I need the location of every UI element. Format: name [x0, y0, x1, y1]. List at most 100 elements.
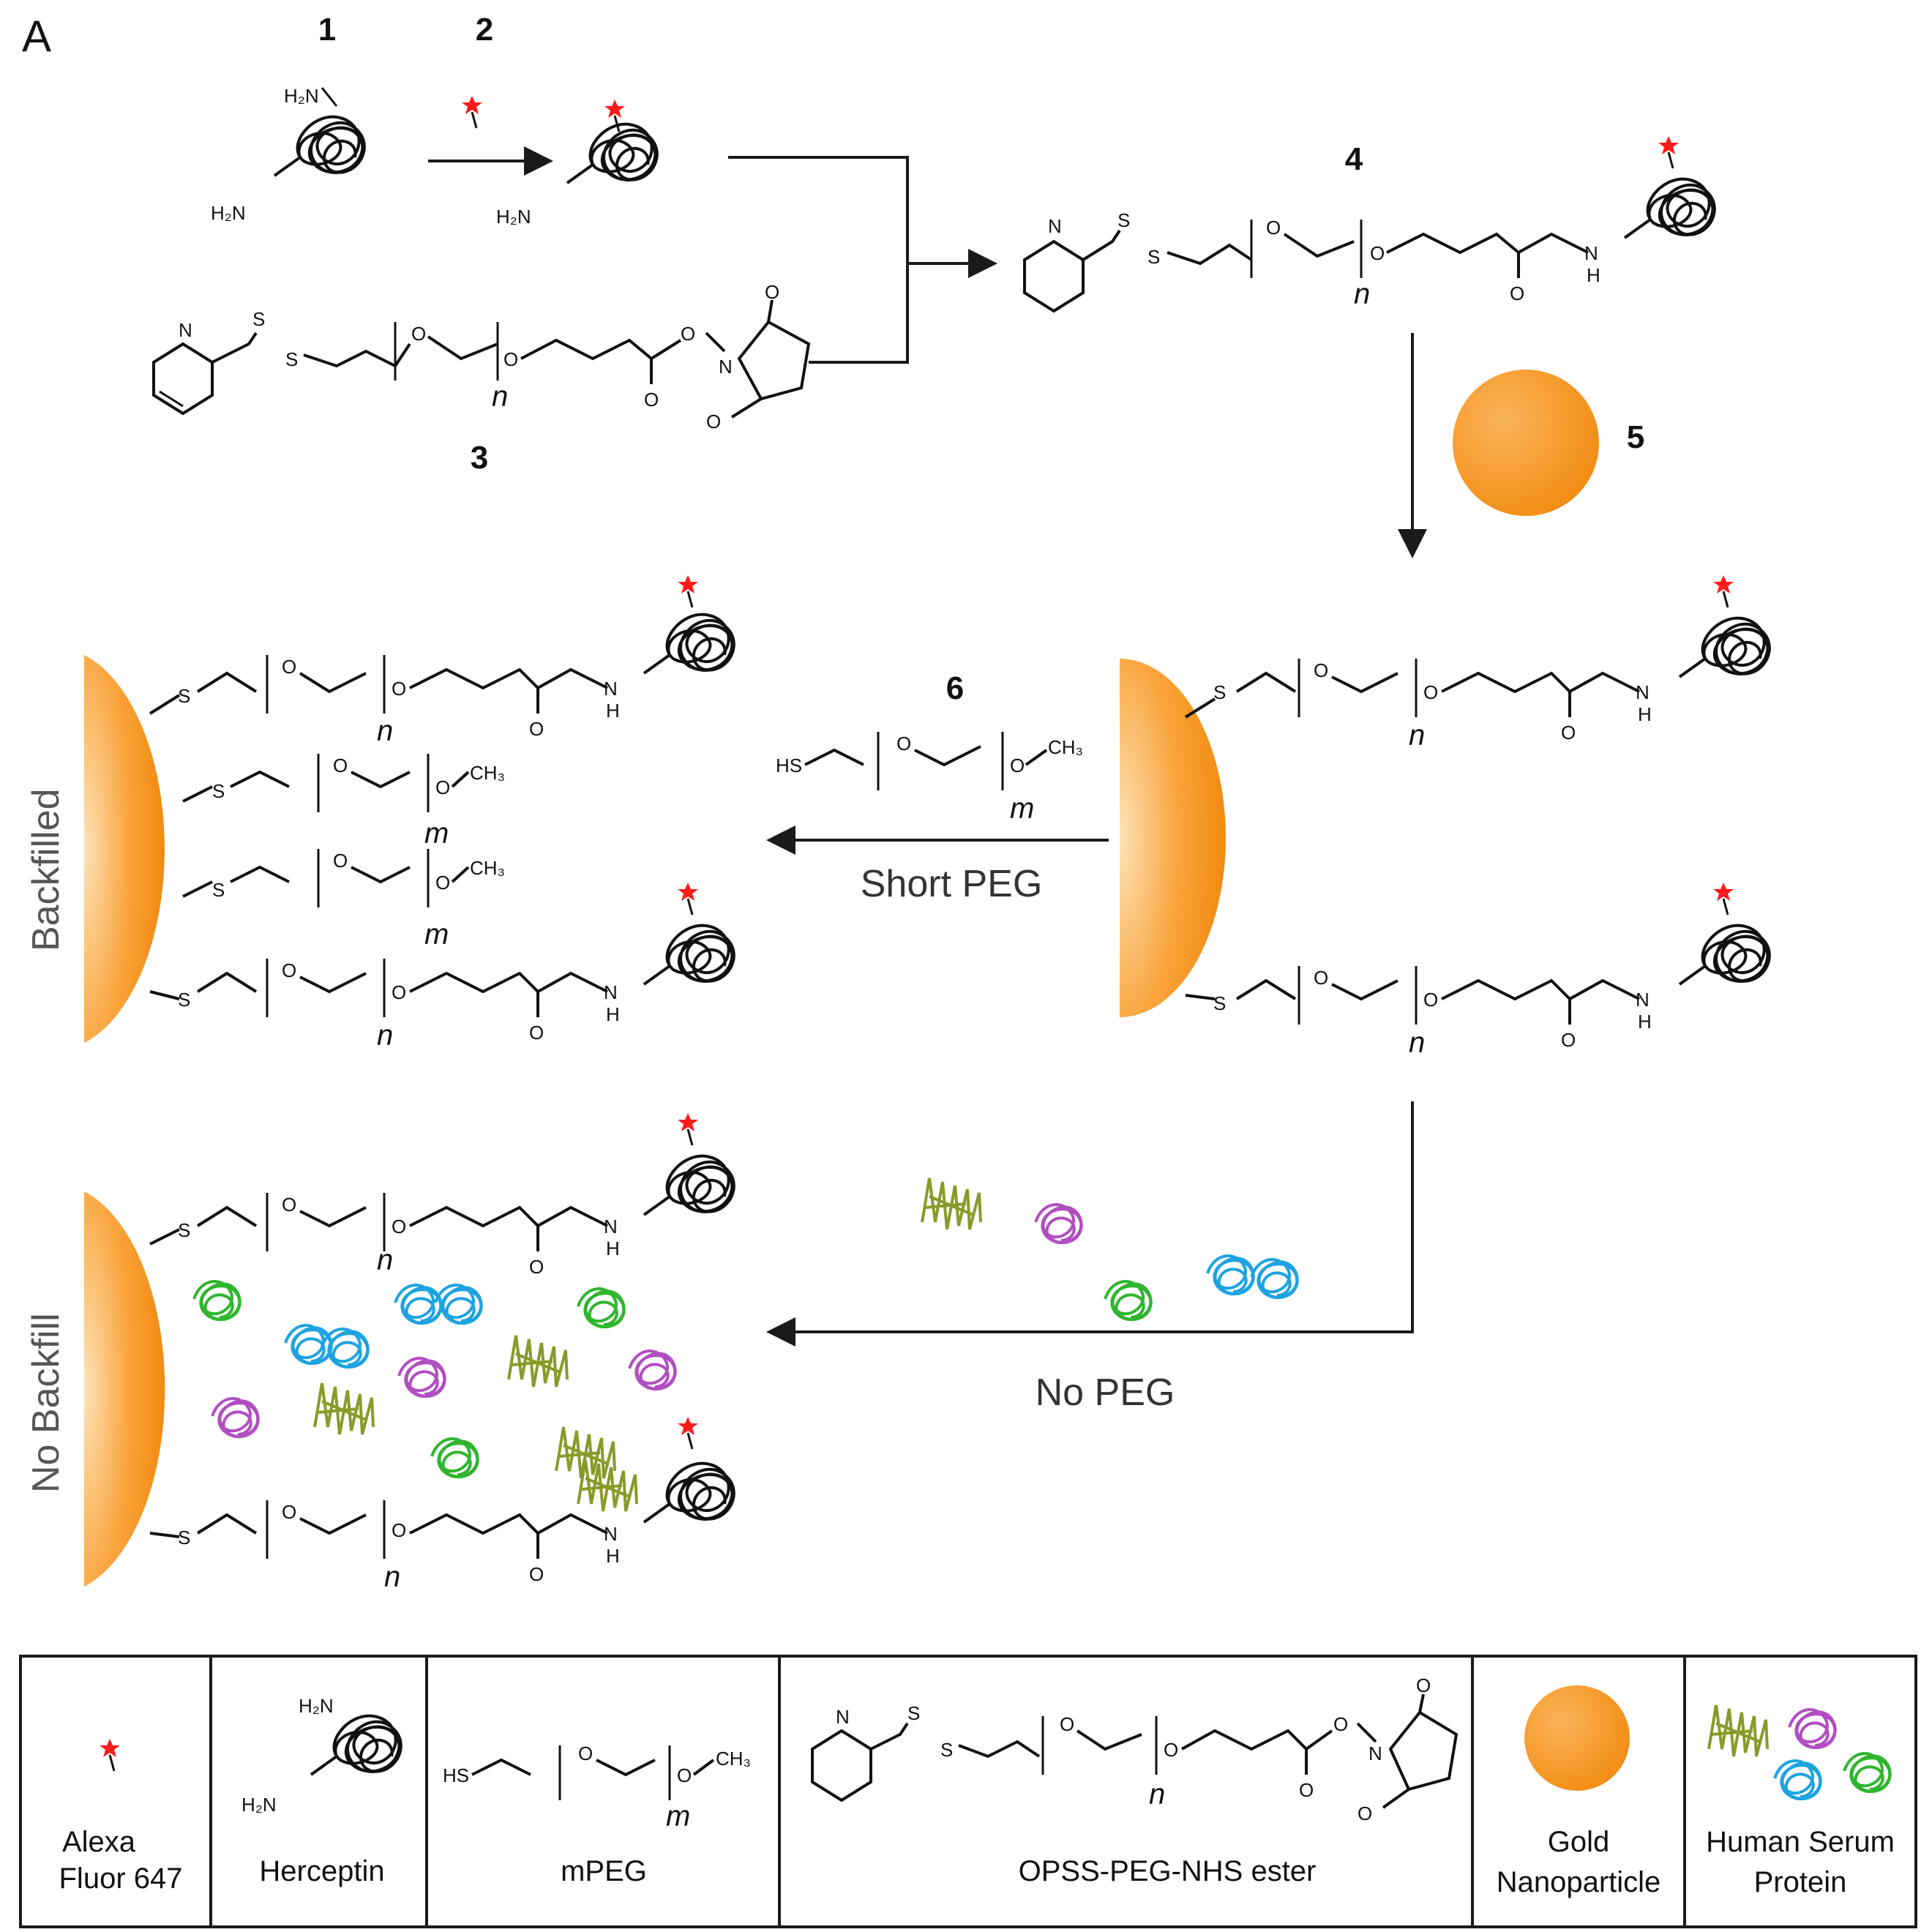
conjugate-right-top: S O n O O N H	[1184, 574, 1771, 752]
amide-n-b2: N	[604, 981, 618, 1003]
compound-6-label: 6	[946, 670, 964, 706]
o-atom-n1: O	[282, 1194, 296, 1216]
s-atom-1: S	[252, 308, 265, 330]
s-atom-m1: S	[212, 780, 225, 802]
short-peg-label: Short PEG	[861, 863, 1043, 905]
conjugate-nobackfill-bottom: S O n O O N H	[149, 1415, 735, 1593]
legend-table: Alexa Fluor 647 H₂N H₂N Herceptin HS O m…	[19, 1655, 1917, 1928]
o-atom-2: O	[503, 348, 518, 370]
amide-h-r1: H	[1638, 703, 1652, 725]
carbonyl-o-r1: O	[1561, 722, 1576, 744]
o-atom-n2: O	[282, 1501, 296, 1523]
legend-mpeg-icon: HS O m O CH₃	[443, 1742, 751, 1832]
legend-amine-top: H₂N	[299, 1695, 334, 1717]
o-atom-n1b: O	[392, 1216, 406, 1238]
amide-n-r1: N	[1636, 681, 1650, 703]
hs-atom-6: HS	[776, 755, 802, 776]
s-atom-m2: S	[212, 879, 225, 901]
repeat-n-b2: n	[377, 1019, 393, 1052]
carbonyl-o: O	[644, 389, 659, 411]
amide-n-n2: N	[604, 1523, 618, 1545]
legend-hs: HS	[443, 1764, 469, 1786]
s-atom-b2: S	[178, 989, 190, 1011]
o-atom-6: O	[896, 733, 911, 755]
compound-1-label: 1	[318, 12, 336, 48]
ch3-m2: CH₃	[470, 857, 505, 879]
s-atom-n1: S	[178, 1219, 190, 1241]
legend-herceptin-icon: H₂N H₂N	[242, 1695, 402, 1816]
legend-m: m	[666, 1800, 690, 1832]
carbonyl-o-4: O	[1510, 282, 1524, 304]
o-atom-r1: O	[1314, 659, 1328, 681]
s-atom-4a: S	[1117, 209, 1130, 231]
o-atom-m1: O	[333, 755, 348, 776]
legend-nhs-n: N	[1368, 1742, 1382, 1764]
repeat-n-3: n	[492, 381, 508, 413]
gold-particle-backfilled	[84, 655, 165, 1043]
opss-peg-nhs-3: N S S O n O O O N O O	[152, 281, 811, 433]
legend-herceptin-label: Herceptin	[259, 1855, 384, 1887]
legend-opss-label: OPSS-PEG-NHS ester	[1019, 1855, 1317, 1887]
s-atom-r2: S	[1213, 992, 1226, 1014]
reaction-arrow-1	[428, 94, 553, 176]
o-atom-r2b: O	[1423, 989, 1438, 1011]
compound-5-label: 5	[1627, 419, 1644, 455]
ester-o: O	[681, 323, 695, 345]
o-atom-m2b: O	[435, 872, 450, 894]
amine-bottom: H₂N	[211, 202, 246, 224]
amide-n-4: N	[1584, 242, 1598, 264]
conjugate-right-bottom: S O n O O N H	[1185, 881, 1771, 1059]
amide-h-b1: H	[606, 700, 620, 722]
nhs-o-bottom: O	[706, 411, 721, 433]
amine-top: H₂N	[284, 85, 319, 107]
legend-o3: O	[1060, 1713, 1074, 1735]
nhs-o-top: O	[765, 281, 779, 303]
legend-ester-o: O	[1333, 1713, 1348, 1735]
mpeg-backfill-2: S O m O CH₃	[182, 849, 505, 951]
legend-hsp-line1: Human Serum	[1706, 1826, 1895, 1858]
compound-3-label: 3	[471, 440, 488, 476]
s-atom-b1: S	[178, 685, 190, 707]
compound-2-label: 2	[476, 12, 493, 48]
ch3-6: CH₃	[1048, 736, 1083, 758]
repeat-n-b1: n	[377, 715, 393, 747]
legend-protein-icon	[1707, 1704, 1892, 1801]
repeat-n-r1: n	[1409, 719, 1425, 752]
o-atom-1: O	[411, 323, 426, 345]
s-atom-n2: S	[178, 1527, 190, 1549]
serum-proteins-free	[921, 1177, 1299, 1322]
conjugate-nobackfill-top: S O n O O N H	[149, 1112, 735, 1278]
no-backfill-label: No Backfill	[25, 1313, 67, 1493]
legend-ch3: CH₃	[716, 1748, 751, 1770]
backfilled-label: Backfilled	[25, 788, 67, 951]
no-peg-arrow	[766, 1101, 1414, 1347]
no-peg-label: No PEG	[1036, 1371, 1175, 1414]
legend-alexa-line1: Alexa	[62, 1826, 136, 1858]
legend-nhs-o2: O	[1358, 1802, 1372, 1824]
o-atom-b1b: O	[392, 678, 406, 700]
amide-n-r2: N	[1636, 989, 1650, 1011]
o-atom-m2: O	[333, 850, 348, 872]
adsorbed-serum-proteins	[192, 1280, 677, 1513]
legend-alexa-line2: Fluor 647	[59, 1862, 183, 1895]
legend-gold-line2: Nanoparticle	[1497, 1866, 1661, 1898]
carbonyl-o-b2: O	[529, 1022, 544, 1044]
nhs-n: N	[719, 356, 733, 378]
o-atom-r1b: O	[1423, 681, 1438, 703]
conjugate-backfilled-top: S O n O O N H	[149, 574, 735, 747]
legend-s1: S	[907, 1702, 920, 1724]
repeat-n-n2: n	[384, 1561, 400, 1593]
gold-particle-right	[1120, 659, 1226, 1017]
o-atom-b2: O	[282, 959, 296, 981]
labelled-herceptin-2: H₂N	[496, 98, 659, 228]
amide-n-n1: N	[604, 1216, 618, 1238]
o-atom-6b: O	[1010, 755, 1025, 776]
amide-h-r2: H	[1638, 1011, 1652, 1033]
legend-amine-bottom: H₂N	[242, 1794, 277, 1816]
merge-arrow	[728, 156, 997, 364]
carbonyl-o-r2: O	[1561, 1029, 1576, 1051]
o-atom-4a: O	[1266, 217, 1281, 239]
legend-gold-line1: Gold	[1548, 1826, 1610, 1858]
carbonyl-o-n1: O	[529, 1256, 544, 1278]
